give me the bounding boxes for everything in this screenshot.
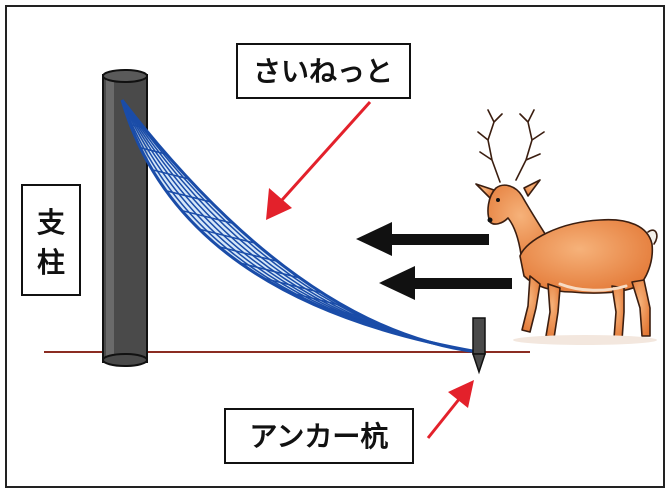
net-mesh-strand <box>199 228 256 244</box>
net-mesh-strand <box>140 146 167 155</box>
net-mesh-strand <box>165 190 212 203</box>
post-label-char: 支 <box>37 206 65 239</box>
net-bag-illustration <box>120 99 479 354</box>
anchor-pointer-arrow <box>426 380 474 439</box>
left-arrow-icon <box>356 222 489 256</box>
net-mesh-strand <box>288 291 345 307</box>
net-mesh-strand <box>239 262 301 279</box>
net-label: さいねっと <box>236 43 411 99</box>
net-mesh-strand <box>263 277 323 294</box>
post-label: 支 柱 <box>21 184 81 296</box>
anchor-label-text: アンカー杭 <box>250 420 389 453</box>
net-mesh-strand <box>152 169 189 180</box>
net-mesh-strand <box>218 245 278 263</box>
post-illustration <box>102 69 148 367</box>
anchor-label: アンカー杭 <box>224 408 414 464</box>
post-label-char: 柱 <box>37 246 65 279</box>
net-mesh-strand <box>181 209 234 225</box>
net-label-text: さいねっと <box>253 55 393 88</box>
deer-illustration <box>475 109 658 345</box>
left-arrow-icon <box>379 266 512 300</box>
net-pointer-arrow <box>266 100 372 220</box>
anchor-stake-illustration <box>471 317 487 375</box>
